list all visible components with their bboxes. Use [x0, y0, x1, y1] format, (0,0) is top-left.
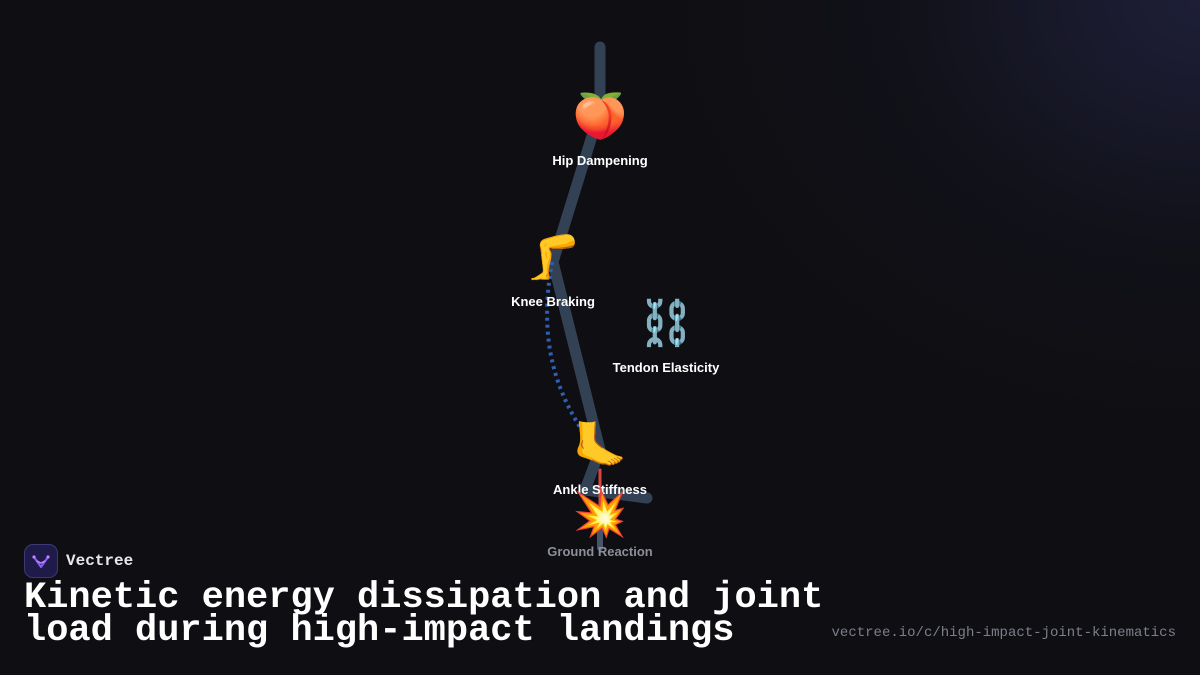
- page-title: Kinetic energy dissipation and joint loa…: [24, 577, 824, 652]
- foot-segment: [579, 444, 653, 504]
- foot-icon: 🦶: [572, 420, 628, 471]
- vectree-logo-icon: [24, 544, 58, 578]
- peach-icon: 🍑: [572, 91, 628, 142]
- hip-dampening-label: Hip Dampening: [552, 153, 648, 168]
- knee-braking-label: Knee Braking: [511, 294, 595, 309]
- brand: Vectree: [24, 544, 133, 578]
- chain-icon: ⛓️: [638, 298, 694, 349]
- thigh-segment: [547, 104, 606, 268]
- source-url: vectree.io/c/high-impact-joint-kinematic…: [831, 625, 1176, 641]
- ground-reaction-label: Ground Reaction: [547, 544, 653, 559]
- shin-segment: [547, 256, 606, 456]
- ankle-stiffness-label: Ankle Stiffness: [553, 482, 647, 497]
- collision-icon: 💥: [572, 489, 628, 540]
- brand-name: Vectree: [66, 552, 134, 570]
- tendon-elasticity-label: Tendon Elasticity: [612, 360, 720, 375]
- leg-icon: 🦵: [525, 232, 581, 283]
